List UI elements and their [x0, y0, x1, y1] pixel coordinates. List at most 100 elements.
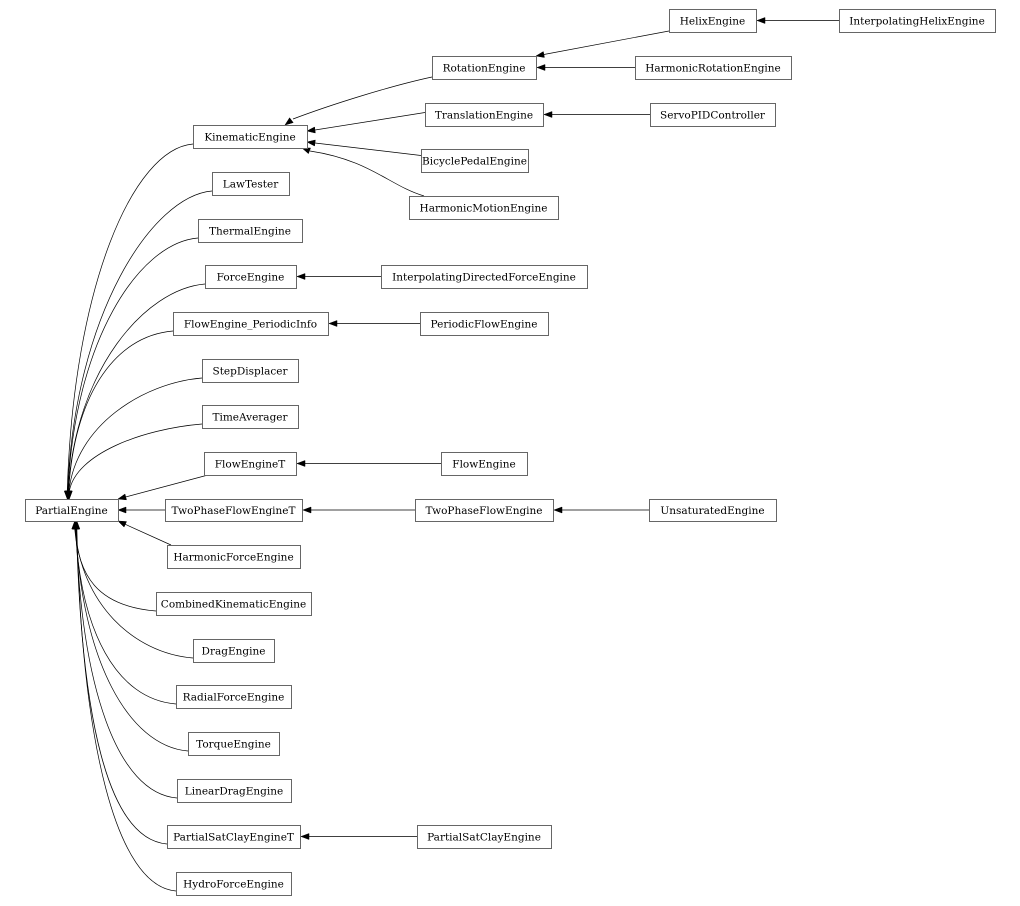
edge-flow-engine-t-to-partial-engine [117, 474, 209, 501]
node-label: HelixEngine [680, 16, 746, 28]
node-box [839, 9, 996, 33]
arrowhead-icon [553, 506, 563, 514]
node-servo-pid-controller[interactable]: ServoPIDController [650, 103, 776, 127]
edge-harmonic-motion-engine-to-kinematic-engine [301, 147, 425, 197]
node-label: InterpolatingDirectedForceEngine [392, 272, 576, 284]
node-label: TranslationEngine [435, 110, 533, 122]
node-harmonic-force-engine[interactable]: HarmonicForceEngine [167, 545, 301, 569]
edge-line [69, 423, 203, 492]
edge-hydro-force-engine-to-partial-engine [73, 520, 177, 892]
edge-line [67, 237, 199, 492]
edge-line [309, 150, 425, 197]
node-rotation-engine[interactable]: RotationEngine [432, 56, 537, 80]
edge-line [67, 190, 213, 492]
node-label: FlowEngine [452, 459, 515, 471]
node-helix-engine[interactable]: HelixEngine [669, 9, 757, 33]
node-box [193, 639, 275, 663]
node-label: PartialEngine [35, 505, 108, 517]
node-law-tester[interactable]: LawTester [212, 172, 290, 196]
node-box [176, 872, 292, 896]
arrowhead-icon [117, 493, 127, 501]
edge-line [76, 528, 168, 845]
node-harmonic-rotation-engine[interactable]: HarmonicRotationEngine [635, 56, 792, 80]
node-translation-engine[interactable]: TranslationEngine [425, 103, 544, 127]
edge-drag-engine-to-partial-engine [71, 520, 194, 659]
node-unsaturated-engine[interactable]: UnsaturatedEngine [649, 499, 777, 522]
node-two-phase-flow-engine-t[interactable]: TwoPhaseFlowEngineT [165, 499, 303, 522]
node-label: DragEngine [202, 646, 266, 658]
node-harmonic-motion-engine[interactable]: HarmonicMotionEngine [409, 196, 559, 220]
edge-line [75, 528, 177, 705]
node-interpolating-directed-force-engine[interactable]: InterpolatingDirectedForceEngine [381, 265, 588, 289]
arrowhead-icon [536, 64, 546, 71]
edge-helix-engine-to-rotation-engine [535, 30, 670, 58]
edge-partial-sat-clay-engine-t-to-partial-engine [73, 520, 168, 845]
edge-periodic-flow-engine-to-flow-engine-periodic-info [328, 320, 420, 327]
node-label: FlowEngine_PeriodicInfo [184, 319, 317, 331]
node-label: PartialSatClayEngineT [173, 832, 294, 844]
node-label: UnsaturatedEngine [660, 505, 764, 517]
arrowhead-icon [296, 273, 306, 280]
node-box [432, 56, 537, 80]
node-flow-engine[interactable]: FlowEngine [441, 452, 528, 476]
node-force-engine[interactable]: ForceEngine [205, 265, 297, 289]
node-kinematic-engine[interactable]: KinematicEngine [193, 125, 308, 149]
edge-linear-drag-engine-to-partial-engine [72, 520, 178, 799]
node-step-displacer[interactable]: StepDisplacer [202, 359, 299, 383]
node-box [415, 499, 554, 522]
node-interpolating-helix-engine[interactable]: InterpolatingHelixEngine [839, 9, 996, 33]
node-radial-force-engine[interactable]: RadialForceEngine [176, 685, 292, 709]
node-drag-engine[interactable]: DragEngine [193, 639, 275, 663]
node-linear-drag-engine[interactable]: LinearDragEngine [177, 779, 292, 803]
node-label: TorqueEngine [196, 739, 271, 751]
node-box [650, 103, 776, 127]
node-label: TwoPhaseFlowEngineT [171, 505, 295, 517]
node-flow-engine-periodic-info[interactable]: FlowEngine_PeriodicInfo [173, 312, 329, 336]
node-label: TwoPhaseFlowEngine [425, 505, 542, 517]
node-label: ServoPIDController [660, 110, 766, 122]
edge-two-phase-flow-engine-t-to-partial-engine [117, 506, 165, 514]
node-periodic-flow-engine[interactable]: PeriodicFlowEngine [420, 312, 549, 336]
node-partial-sat-clay-engine-t[interactable]: PartialSatClayEngineT [167, 825, 301, 849]
node-box [212, 172, 290, 196]
edge-law-tester-to-partial-engine [64, 190, 213, 500]
node-box [409, 196, 559, 220]
edge-line [314, 112, 426, 131]
node-thermal-engine[interactable]: ThermalEngine [198, 219, 303, 243]
node-box [441, 452, 528, 476]
arrowhead-icon [296, 460, 306, 467]
node-label: PartialSatClayEngine [427, 832, 541, 844]
arrowhead-icon [306, 126, 316, 134]
node-time-averager[interactable]: TimeAverager [202, 405, 299, 429]
edge-flow-engine-to-flow-engine-t [296, 460, 441, 467]
node-box [173, 312, 329, 336]
node-box [176, 685, 292, 709]
edge-line [314, 142, 422, 156]
edge-bicycle-pedal-engine-to-kinematic-engine [306, 139, 422, 156]
node-two-phase-flow-engine[interactable]: TwoPhaseFlowEngine [415, 499, 554, 522]
node-torque-engine[interactable]: TorqueEngine [188, 732, 280, 756]
node-box [188, 732, 280, 756]
arrowhead-icon [535, 51, 545, 58]
arrowhead-icon [302, 506, 312, 514]
nodes-layer: PartialEngine KinematicEngineLawTesterThe… [25, 9, 996, 896]
node-combined-kinematic-engine[interactable]: CombinedKinematicEngine [156, 592, 312, 616]
node-box [202, 405, 299, 429]
edge-interpolating-directed-force-engine-to-force-engine [296, 273, 381, 280]
node-box [156, 592, 312, 616]
node-box [193, 125, 308, 149]
node-bicycle-pedal-engine[interactable]: BicyclePedalEngine [421, 149, 529, 173]
node-hydro-force-engine[interactable]: HydroForceEngine [176, 872, 292, 896]
node-partial-sat-clay-engine[interactable]: PartialSatClayEngine [417, 825, 552, 849]
edge-two-phase-flow-engine-to-two-phase-flow-engine-t [302, 506, 415, 514]
node-box [205, 265, 297, 289]
edge-line [125, 523, 172, 546]
node-partial-engine[interactable]: PartialEngine [25, 499, 119, 522]
edge-harmonic-force-engine-to-partial-engine [117, 520, 172, 546]
node-box [202, 359, 299, 383]
node-label: HarmonicMotionEngine [420, 203, 548, 215]
node-flow-engine-t[interactable]: FlowEngineT [204, 452, 297, 476]
node-label: ThermalEngine [209, 226, 291, 238]
node-label: InterpolatingHelixEngine [849, 16, 985, 28]
